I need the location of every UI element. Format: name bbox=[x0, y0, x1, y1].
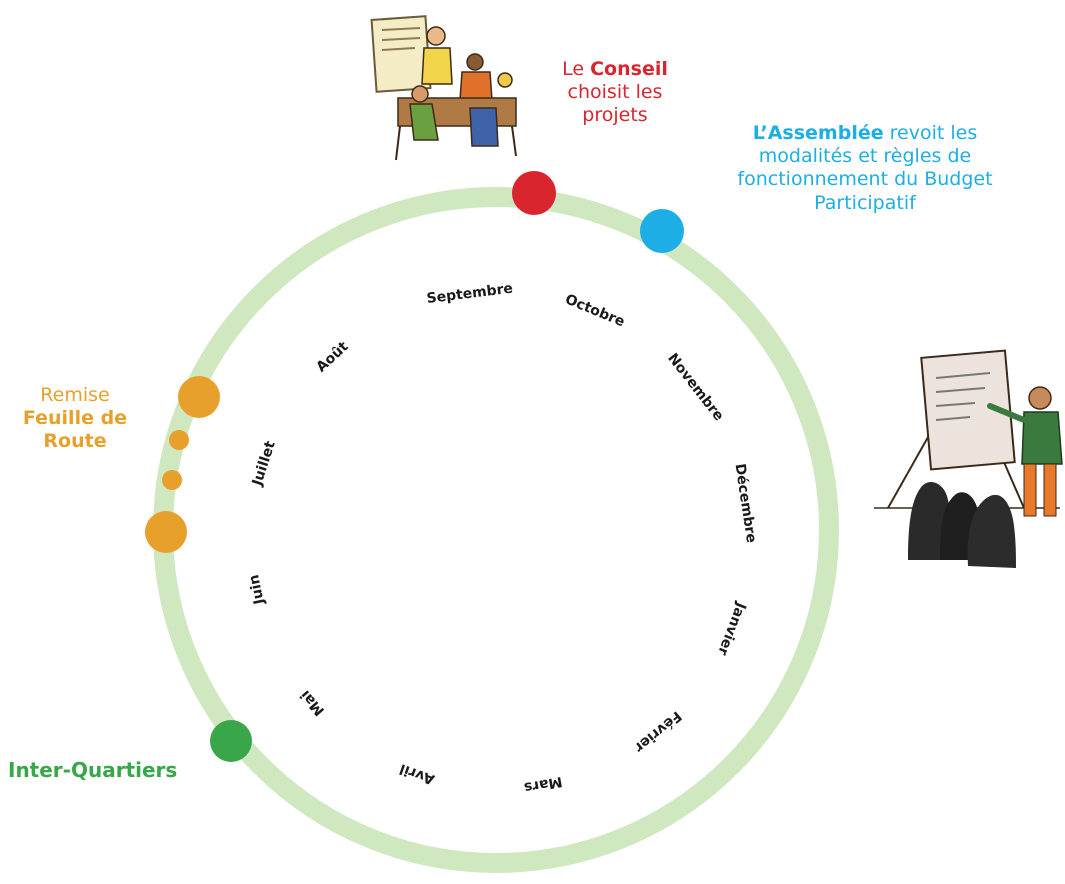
meeting-illustration-icon bbox=[370, 15, 517, 161]
assemblee-label-bold: L’Assemblée bbox=[752, 122, 884, 144]
month-label: Juillet bbox=[249, 439, 279, 489]
assemblee-dot bbox=[640, 209, 684, 253]
month-label: Juin bbox=[246, 573, 268, 607]
month-label: Février bbox=[631, 708, 684, 756]
month-label: Août bbox=[313, 339, 351, 376]
interquartiers-label: Inter-Quartiers bbox=[8, 758, 178, 782]
remise-label-line1: Remise bbox=[40, 384, 110, 406]
remise-dot-small bbox=[169, 430, 189, 450]
conseil-label-prefix: Le bbox=[562, 58, 591, 80]
remise-dot-small bbox=[162, 470, 182, 490]
conseil-label-bold: Conseil bbox=[590, 58, 668, 80]
month-label: Décembre bbox=[731, 463, 759, 544]
month-label: Mai bbox=[298, 687, 329, 719]
assemblee-label-rest: revoit les modalités et règles de foncti… bbox=[737, 122, 993, 214]
conseil-dot bbox=[512, 171, 556, 215]
remise-dot-large-top bbox=[178, 376, 220, 418]
interquartiers-dot bbox=[210, 720, 252, 762]
month-label: Septembre bbox=[426, 281, 514, 307]
assemblee-label: L’Assemblée revoit les modalités et règl… bbox=[715, 122, 1015, 215]
month-labels: Septembre OctobreNovembreDécembreJanvierF… bbox=[246, 281, 759, 796]
conseil-label: Le Conseil choisit les projets bbox=[540, 58, 690, 128]
month-label: Janvier bbox=[714, 599, 749, 657]
conseil-label-rest: choisit les projets bbox=[567, 81, 663, 127]
month-label: Octobre bbox=[563, 291, 627, 330]
presentation-illustration-icon bbox=[874, 349, 1063, 568]
remise-label: Remise Feuille de Route bbox=[5, 384, 145, 454]
month-label: Mars bbox=[523, 773, 564, 795]
remise-label-bold: Feuille de Route bbox=[22, 407, 128, 453]
month-label: Avril bbox=[398, 760, 437, 787]
month-label: Novembre bbox=[664, 350, 726, 424]
remise-dot-large-bottom bbox=[145, 511, 187, 553]
